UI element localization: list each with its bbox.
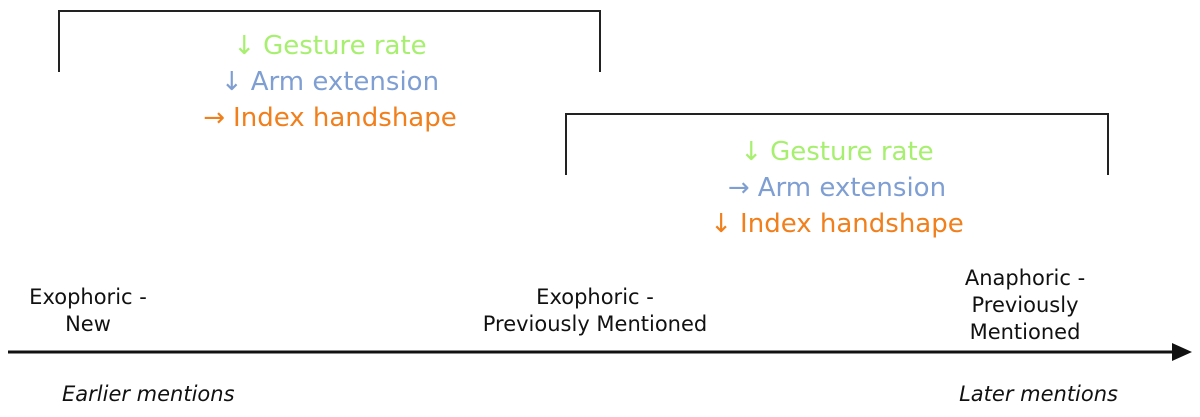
effects-group-2: ↓Gesture rate →Arm extension ↓Index hand… — [637, 134, 1037, 242]
timeline-arrow — [8, 343, 1192, 361]
effect-index-handshape: ↓Index handshape — [637, 206, 1037, 242]
stage-anaphoric-previously-mentioned: Anaphoric - Previously Mentioned — [935, 265, 1115, 346]
right-arrow-icon: → — [203, 103, 226, 133]
effect-label: Index handshape — [740, 209, 964, 239]
arrowhead-icon — [1172, 343, 1192, 361]
stage-label-line: Exophoric - — [536, 285, 654, 309]
down-arrow-icon: ↓ — [740, 137, 763, 167]
axis-end-label: Later mentions — [959, 382, 1118, 406]
stage-label-line: Mentioned — [969, 320, 1081, 344]
stage-exophoric-previously-mentioned: Exophoric - Previously Mentioned — [450, 284, 740, 338]
down-arrow-icon: ↓ — [710, 209, 733, 239]
bracket-earlier-transition — [58, 10, 601, 72]
stage-label-line: Anaphoric - — [964, 266, 1086, 290]
axis-start-label: Earlier mentions — [62, 382, 235, 406]
effect-gesture-rate: ↓Gesture rate — [130, 28, 530, 64]
effects-group-1: ↓Gesture rate ↓Arm extension →Index hand… — [130, 28, 530, 136]
effect-label: Gesture rate — [770, 137, 934, 167]
bracket-later-transition — [565, 113, 1109, 175]
effect-label: Arm extension — [757, 173, 947, 203]
down-arrow-icon: ↓ — [220, 67, 243, 97]
effect-arm-extension: →Arm extension — [637, 170, 1037, 206]
effect-label: Gesture rate — [263, 31, 427, 61]
stage-label-line: New — [65, 312, 111, 336]
effect-index-handshape: →Index handshape — [130, 100, 530, 136]
right-arrow-icon: → — [727, 173, 750, 203]
effect-gesture-rate: ↓Gesture rate — [637, 134, 1037, 170]
stage-label-line: Exophoric - — [29, 285, 147, 309]
stage-label-line: Previously — [971, 293, 1079, 317]
effect-label: Index handshape — [233, 103, 457, 133]
down-arrow-icon: ↓ — [233, 31, 256, 61]
stage-exophoric-new: Exophoric - New — [8, 284, 168, 338]
effect-arm-extension: ↓Arm extension — [130, 64, 530, 100]
stage-label-line: Previously Mentioned — [482, 312, 708, 336]
effect-label: Arm extension — [250, 67, 440, 97]
